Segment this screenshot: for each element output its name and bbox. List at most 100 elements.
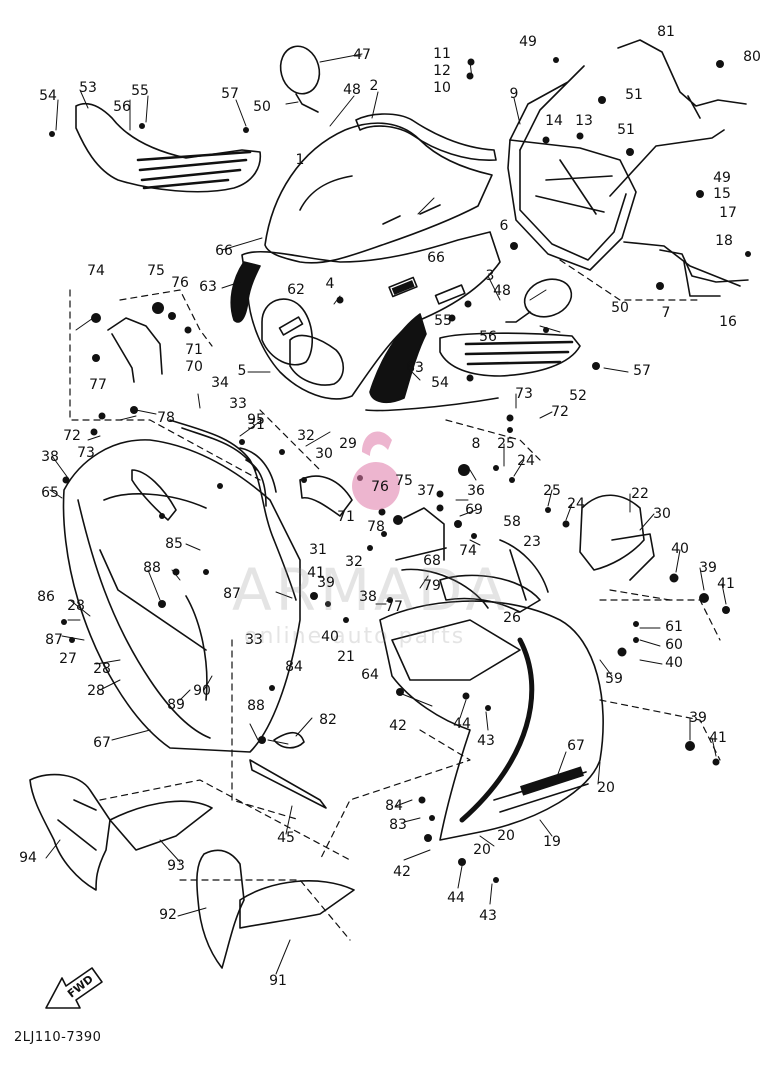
part-callout-49: 49 [713, 170, 731, 186]
upper-cowl [241, 231, 501, 400]
part-callout-68: 68 [423, 553, 441, 569]
part-callout-15: 15 [713, 186, 731, 202]
watermark-logo [352, 431, 400, 510]
part-callout-12: 12 [433, 63, 451, 79]
part-callout-54: 54 [39, 88, 57, 104]
stay-68 [395, 507, 447, 561]
upper-stay-arm [617, 39, 747, 119]
stay-16 [659, 249, 749, 297]
part-callout-74: 74 [87, 263, 105, 279]
part-callout-40: 40 [665, 655, 683, 671]
right-air-duct [439, 332, 581, 377]
part-callout-45: 45 [277, 830, 295, 846]
part-callout-33: 33 [245, 632, 263, 648]
part-callout-83: 83 [389, 817, 407, 833]
panel-26 [439, 574, 541, 613]
part-callout-20: 20 [473, 842, 491, 858]
part-callout-41: 41 [717, 576, 735, 592]
part-callout-36: 36 [467, 483, 485, 499]
part-callout-18: 18 [715, 233, 733, 249]
part-callout-10: 10 [433, 80, 451, 96]
part-callout-25: 25 [543, 483, 561, 499]
part-callout-93: 93 [167, 858, 185, 874]
part-callout-26: 26 [503, 610, 521, 626]
part-callout-77: 77 [385, 599, 403, 615]
part-callout-87: 87 [45, 632, 63, 648]
part-callout-56: 56 [479, 329, 497, 345]
part-callout-7: 7 [661, 305, 671, 321]
part-callout-75: 75 [395, 473, 413, 489]
part-callout-9: 9 [509, 86, 519, 102]
part-callout-73: 73 [515, 386, 533, 402]
part-callout-20: 20 [597, 780, 615, 796]
part-callout-4: 4 [325, 276, 335, 292]
part-callout-11: 11 [433, 46, 451, 62]
part-callout-24: 24 [517, 453, 535, 469]
part-callout-23: 23 [523, 534, 541, 550]
part-callout-74: 74 [459, 543, 477, 559]
part-callout-51: 51 [625, 87, 643, 103]
part-callout-84: 84 [385, 798, 403, 814]
lower-cowl-right [379, 600, 604, 841]
left-mirror [279, 45, 321, 113]
part-callout-73: 73 [77, 445, 95, 461]
side-fairing-left [62, 439, 301, 753]
part-callout-65: 65 [41, 485, 59, 501]
part-callout-71: 71 [185, 342, 203, 358]
part-callout-67: 67 [567, 738, 585, 754]
stay-70 [107, 317, 163, 383]
part-callout-71: 71 [337, 509, 355, 525]
part-callout-59: 59 [605, 671, 623, 687]
part-callout-2: 2 [369, 78, 379, 94]
part-callout-31: 31 [247, 417, 265, 433]
part-callout-30: 30 [653, 506, 671, 522]
part-callout-79: 79 [423, 578, 441, 594]
part-callout-58: 58 [503, 514, 521, 530]
part-callout-48: 48 [343, 82, 361, 98]
part-callout-29: 29 [339, 436, 357, 452]
part-callout-39: 39 [317, 575, 335, 591]
part-callout-30: 30 [315, 446, 333, 462]
part-callout-31: 31 [309, 542, 327, 558]
part-callout-28: 28 [93, 661, 111, 677]
part-callout-77: 77 [89, 377, 107, 393]
part-callout-87: 87 [223, 586, 241, 602]
part-callout-76: 76 [171, 275, 189, 291]
part-callout-43: 43 [479, 908, 497, 924]
part-callout-95: 95 [247, 412, 265, 428]
part-callout-28: 28 [67, 598, 85, 614]
watermark-tagline: online auto parts [244, 624, 466, 649]
part-callout-20: 20 [497, 828, 515, 844]
part-callout-44: 44 [447, 890, 465, 906]
part-callout-72: 72 [63, 428, 81, 444]
part-callout-44: 44 [453, 716, 471, 732]
part-callout-32: 32 [345, 554, 363, 570]
lower-panel-92 [196, 849, 245, 969]
part-callout-25: 25 [497, 436, 515, 452]
part-callout-82: 82 [319, 712, 337, 728]
part-callout-38: 38 [359, 589, 377, 605]
part-callout-89: 89 [167, 697, 185, 713]
bracket-82 [273, 731, 305, 749]
part-callout-6: 6 [499, 218, 509, 234]
part-callout-88: 88 [247, 698, 265, 714]
part-callout-64: 64 [361, 667, 379, 683]
part-callout-81: 81 [657, 24, 675, 40]
part-callout-50: 50 [253, 99, 271, 115]
left-air-duct [75, 102, 262, 193]
part-callout-41: 41 [709, 730, 727, 746]
part-callout-32: 32 [297, 428, 315, 444]
part-callout-57: 57 [221, 86, 239, 102]
part-callout-56: 56 [113, 99, 131, 115]
part-callout-92: 92 [159, 907, 177, 923]
part-callout-38: 38 [41, 449, 59, 465]
part-callout-40: 40 [321, 629, 339, 645]
part-callout-33: 33 [229, 396, 247, 412]
windscreen [264, 122, 493, 264]
part-callout-28: 28 [87, 683, 105, 699]
part-callout-66: 66 [427, 250, 445, 266]
lower-panel-93 [109, 800, 213, 851]
part-callout-60: 60 [665, 637, 683, 653]
part-callout-5: 5 [237, 363, 247, 379]
